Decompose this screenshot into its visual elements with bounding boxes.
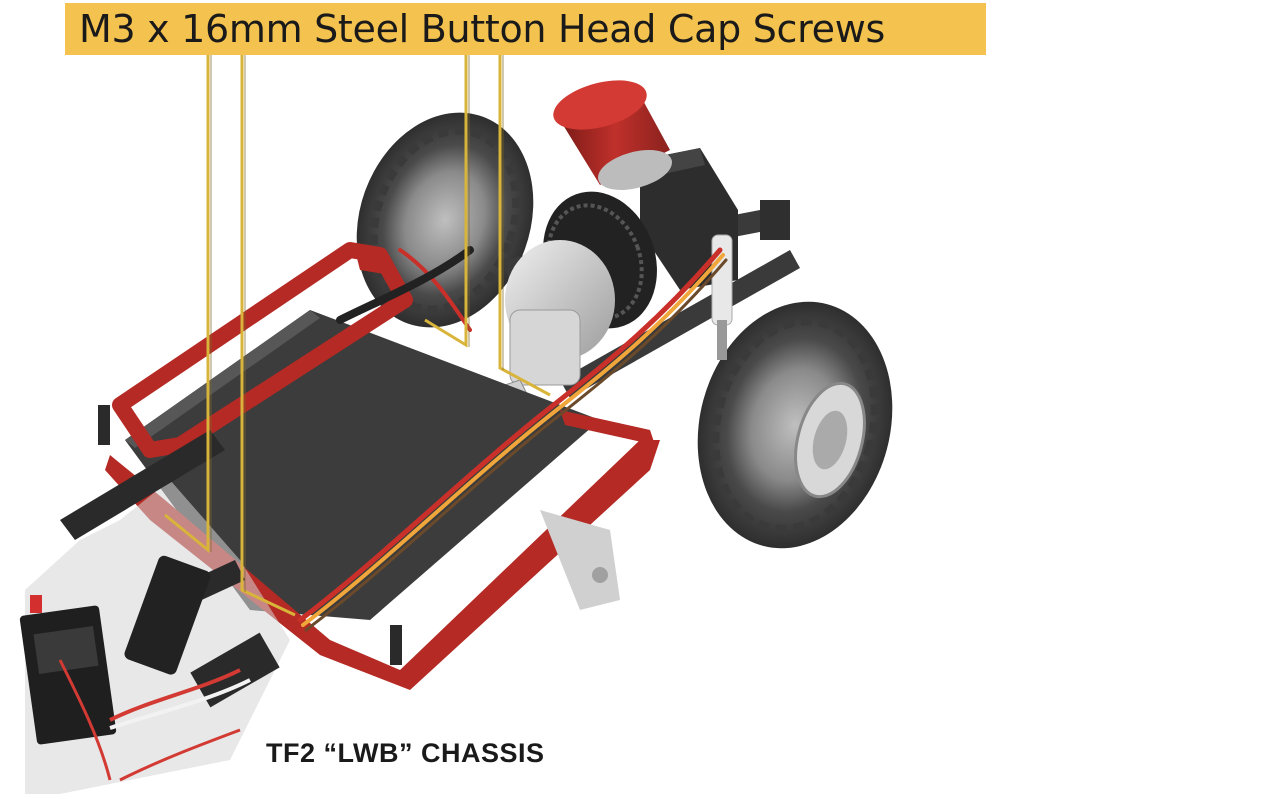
- skid-plate: [125, 310, 600, 620]
- wire-harness: [297, 246, 728, 632]
- red-frame-rear: [112, 242, 413, 458]
- headline-banner: M3 x 16mm Steel Button Head Cap Screws: [65, 3, 986, 55]
- callout-line-4: [498, 55, 551, 397]
- callout-line-3: [424, 55, 468, 348]
- rear-tire: [356, 112, 534, 328]
- chassis-caption: TF2 “LWB” CHASSIS: [266, 738, 545, 768]
- rear-hitch: [540, 510, 620, 610]
- transmission: [505, 191, 657, 386]
- callout-line-shadows: [210, 55, 504, 592]
- motor: [553, 80, 672, 190]
- frame-posts: [98, 405, 402, 665]
- front-shock: [711, 234, 733, 360]
- callout-leader-lines: [164, 55, 551, 617]
- callout-line-2: [240, 55, 296, 617]
- callout-line-1: [164, 55, 210, 554]
- lower-wires: [58, 659, 251, 782]
- headline-text: M3 x 16mm Steel Button Head Cap Screws: [79, 7, 885, 51]
- front-tire: [697, 301, 893, 549]
